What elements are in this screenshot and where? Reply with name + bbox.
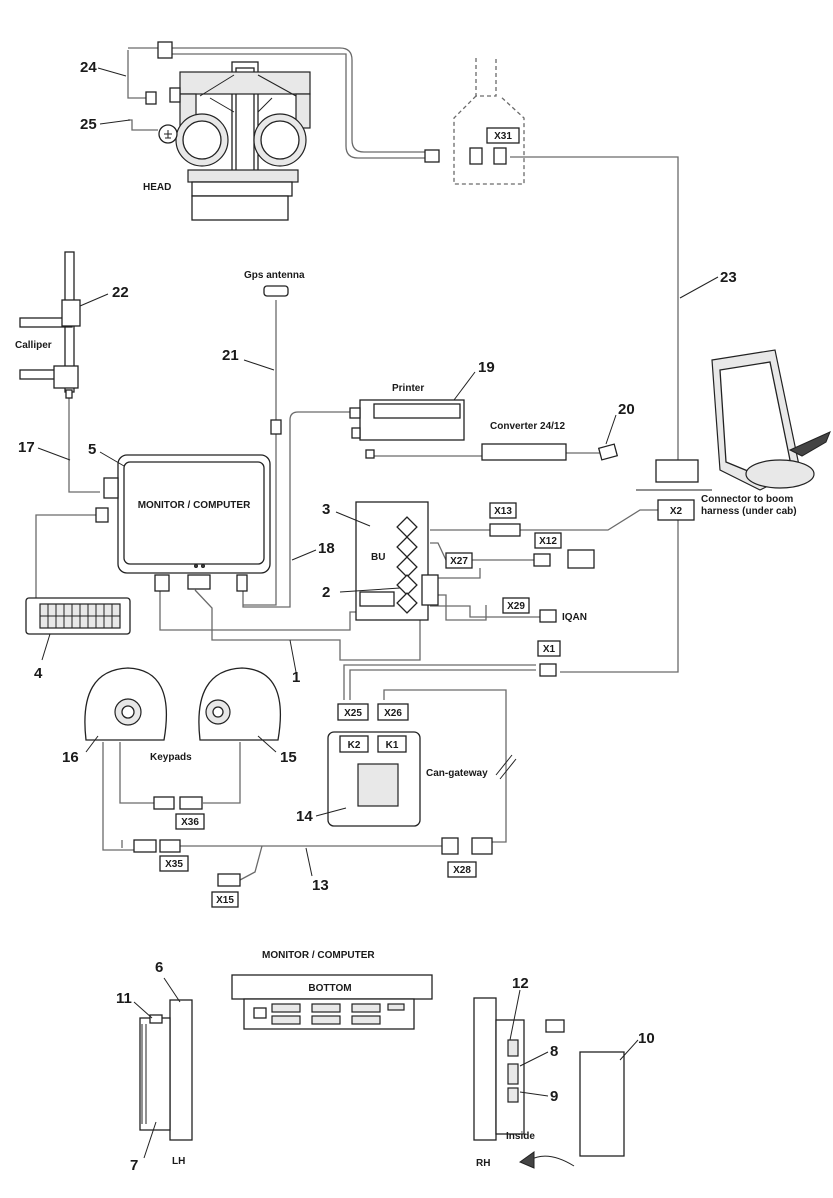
connectors-right: X13 X12 X27 X29 IQAN X1 bbox=[445, 502, 595, 677]
callout-6: 6 bbox=[155, 959, 163, 976]
x12-label: X12 bbox=[539, 536, 557, 547]
callout-1: 1 bbox=[292, 669, 300, 686]
can-gateway-label: Can-gateway bbox=[426, 768, 488, 779]
monitor-lh-side: LH bbox=[139, 999, 193, 1167]
callout-16: 16 bbox=[62, 749, 79, 766]
callout-10: 10 bbox=[638, 1030, 655, 1047]
bottom-label: BOTTOM bbox=[308, 983, 351, 994]
callout-12: 12 bbox=[512, 975, 529, 992]
callout-24: 24 bbox=[80, 59, 97, 76]
lh-label: LH bbox=[172, 1156, 185, 1167]
x36-label: X36 bbox=[181, 817, 199, 828]
x31-box bbox=[486, 127, 520, 144]
printer-label: Printer bbox=[392, 383, 424, 394]
printer: Printer bbox=[349, 383, 465, 459]
monitor-title-label: MONITOR / COMPUTER bbox=[262, 950, 375, 961]
k1-label: K1 bbox=[386, 740, 399, 751]
connector-boom-line-line-0: Connector to boom bbox=[701, 494, 793, 505]
calliper-label: Calliper bbox=[15, 340, 52, 351]
x28-label: X28 bbox=[453, 865, 471, 876]
callout-3: 3 bbox=[322, 501, 330, 518]
callout-9: 9 bbox=[550, 1088, 558, 1105]
keypads: Keypads bbox=[84, 667, 282, 763]
cab-outline: X31 bbox=[424, 58, 525, 185]
callout-18: 18 bbox=[318, 540, 335, 557]
callout-13: 13 bbox=[312, 877, 329, 894]
x13-label: X13 bbox=[494, 506, 512, 517]
x1-label: X1 bbox=[543, 644, 556, 655]
x29-label: X29 bbox=[507, 601, 525, 612]
callout-19: 19 bbox=[478, 359, 495, 376]
x27-label: X27 bbox=[450, 556, 468, 567]
x2-label: X2 bbox=[670, 506, 683, 517]
bu-unit: BU bbox=[355, 501, 439, 621]
x31-label: X31 bbox=[494, 131, 512, 142]
callout-17: 17 bbox=[18, 439, 35, 456]
callout-25: 25 bbox=[80, 116, 97, 133]
x26-label: X26 bbox=[384, 708, 402, 719]
k2-label: K2 bbox=[348, 740, 361, 751]
bu-label: BU bbox=[371, 552, 385, 563]
iqan-label: IQAN bbox=[562, 612, 587, 623]
wires bbox=[35, 47, 679, 881]
can-gateway-text: Can-gateway bbox=[426, 768, 488, 779]
head-label: HEAD bbox=[143, 182, 171, 193]
x35-label: X35 bbox=[165, 859, 183, 870]
rh-label: RH bbox=[476, 1158, 490, 1169]
callout-4: 4 bbox=[34, 665, 43, 682]
callout-8: 8 bbox=[550, 1043, 558, 1060]
gps-antenna-label: Gps antenna bbox=[244, 270, 305, 281]
callout-22: 22 bbox=[112, 284, 129, 301]
monitor-bottom-view: MONITOR / COMPUTER BOTTOM bbox=[231, 950, 433, 1030]
gps-antenna: Gps antenna bbox=[244, 270, 305, 435]
callout-2: 2 bbox=[322, 584, 330, 601]
monitor-computer: MONITOR / COMPUTER bbox=[95, 454, 271, 592]
callout-11: 11 bbox=[116, 990, 132, 1007]
monitor-label: MONITOR / COMPUTER bbox=[138, 500, 251, 511]
connector-boom-line-line-1: harness (under cab) bbox=[701, 506, 797, 517]
converter: Converter 24/12 bbox=[481, 421, 619, 461]
callouts: 24 25 22 21 19 20 23 17 5 3 18 2 4 1 16 … bbox=[18, 59, 737, 1174]
converter-label: Converter 24/12 bbox=[490, 421, 565, 432]
callout-20: 20 bbox=[618, 401, 635, 418]
callout-21: 21 bbox=[222, 347, 239, 364]
callout-23: 23 bbox=[720, 269, 737, 286]
harvester-head: HEAD bbox=[143, 41, 311, 221]
monitor-rh-side: Inside RH bbox=[473, 997, 625, 1169]
callout-14: 14 bbox=[296, 808, 313, 825]
connectors-bottom: X36 X35 X28 X15 bbox=[133, 796, 493, 908]
x15-label: X15 bbox=[216, 895, 234, 906]
keypads-label: Keypads bbox=[150, 752, 192, 763]
callout-5: 5 bbox=[88, 441, 96, 458]
inside-label: Inside bbox=[506, 1131, 535, 1142]
keyboard bbox=[25, 597, 131, 635]
x25-label: X25 bbox=[344, 708, 362, 719]
callout-15: 15 bbox=[280, 749, 297, 766]
can-gateway: X25 X26 K2 K1 Can-gateway bbox=[327, 703, 517, 827]
calliper: Calliper bbox=[15, 251, 81, 399]
callout-7: 7 bbox=[130, 1157, 138, 1174]
